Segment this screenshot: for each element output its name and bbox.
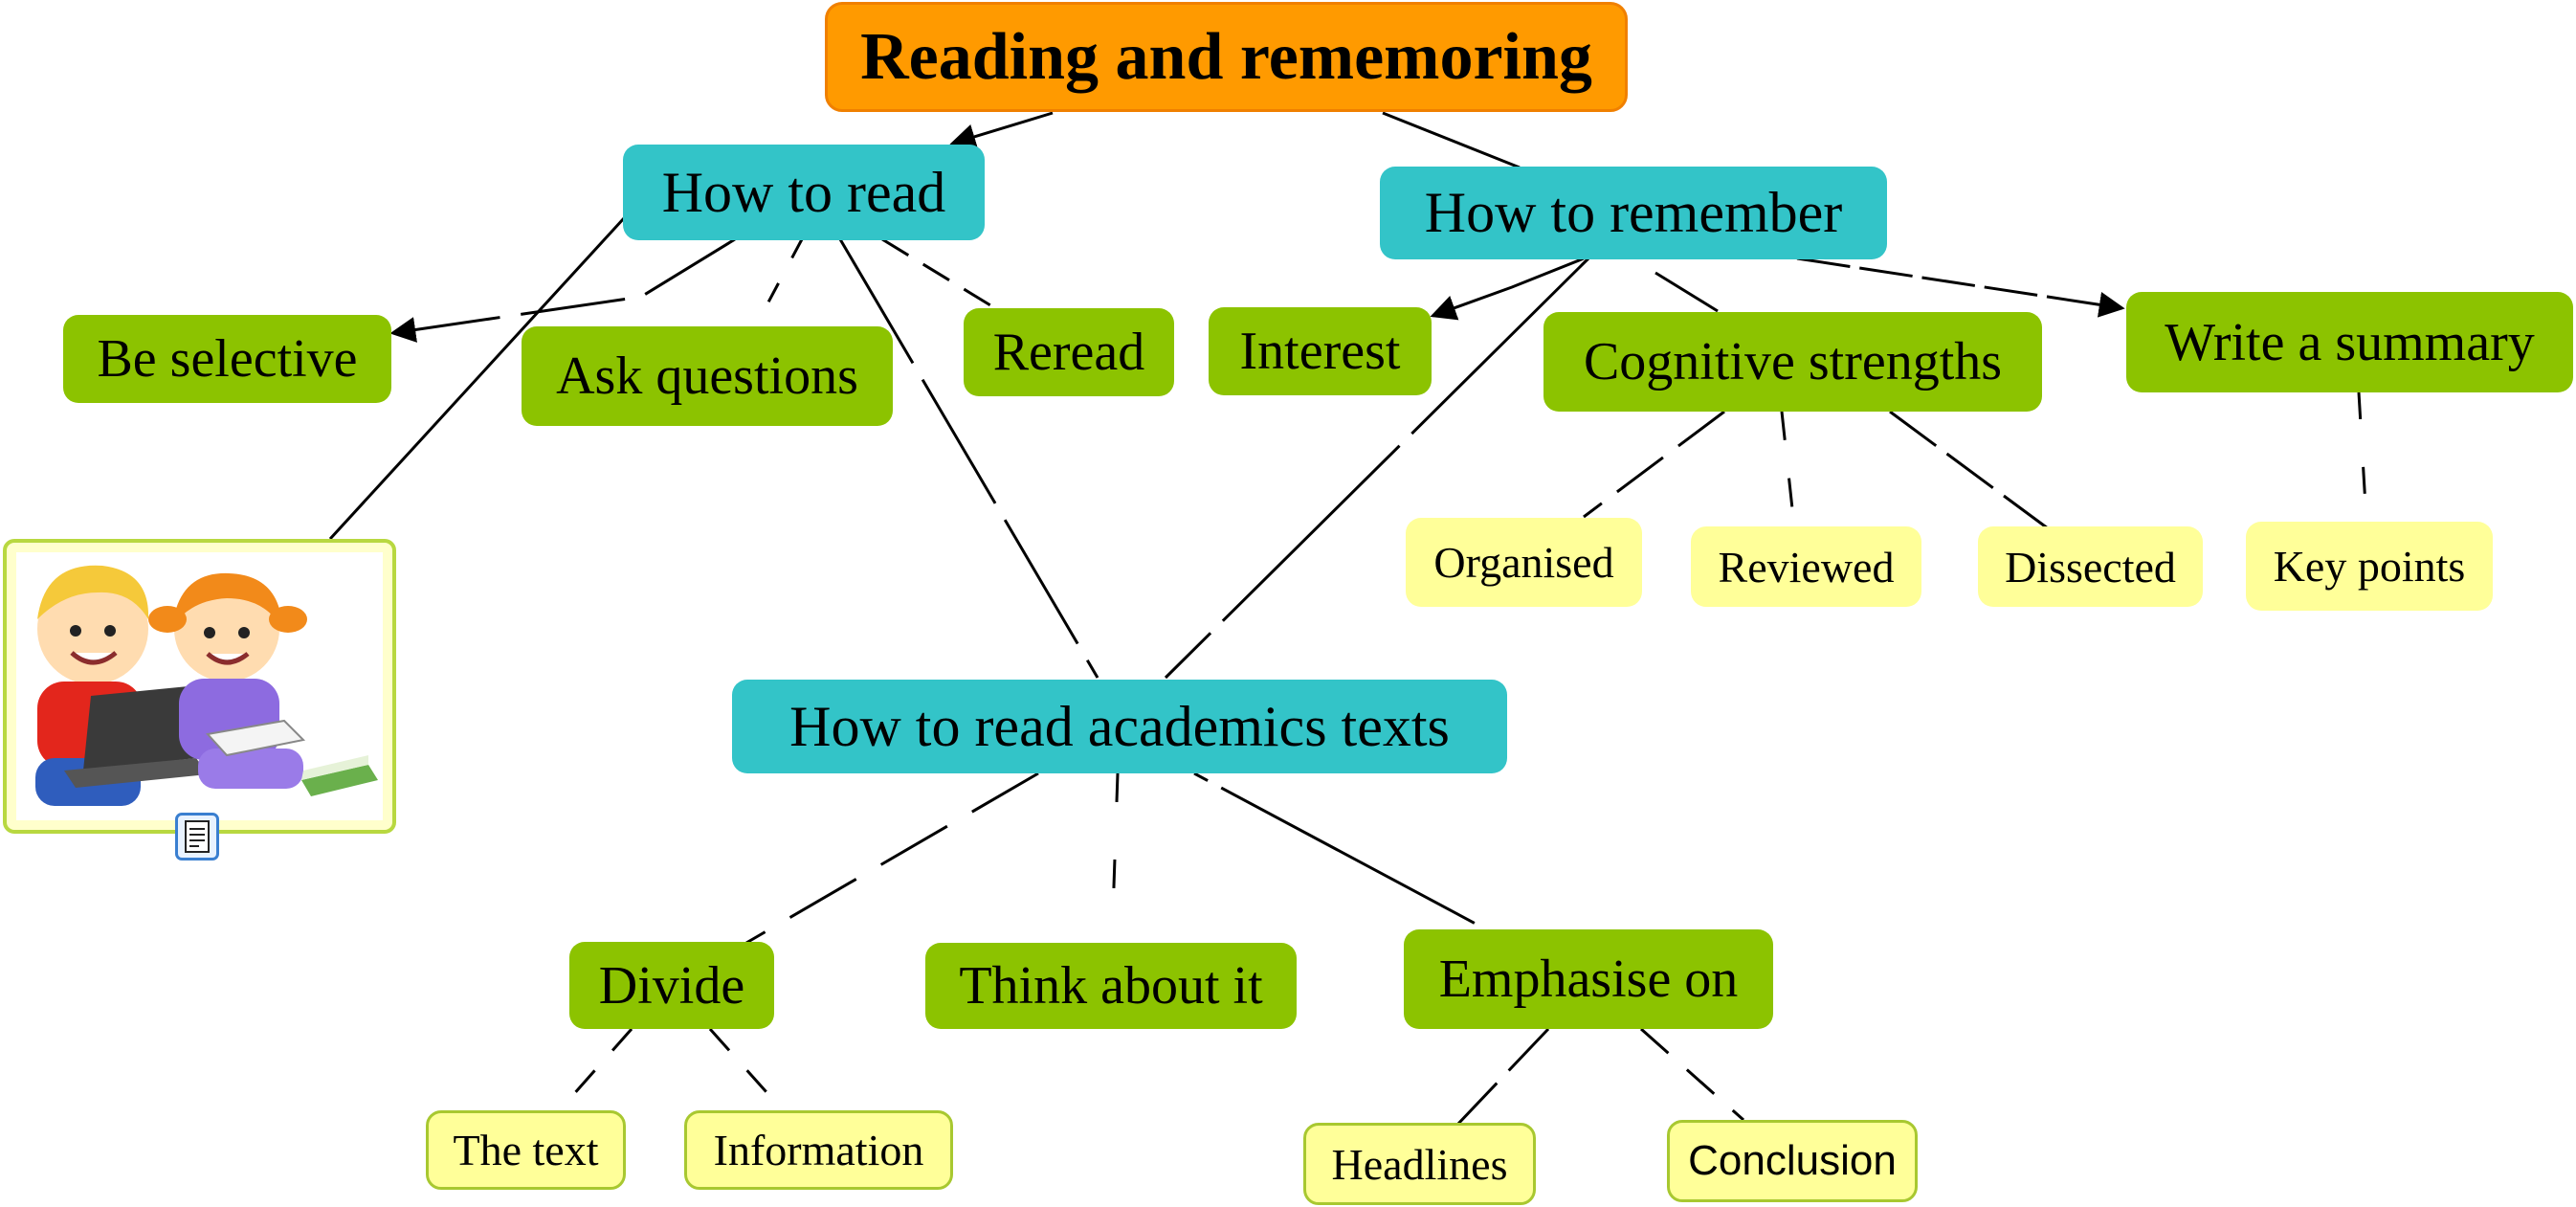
link-summary-keypoints (2359, 392, 2366, 522)
image-node[interactable] (3, 539, 396, 834)
node-write-summary[interactable]: Write a summary (2126, 292, 2573, 392)
link-divide-thetext (557, 1029, 632, 1113)
link-remember-cognitive (1655, 273, 1718, 311)
link-emphasise-headlines (1457, 1029, 1548, 1125)
link-howtoread-reread (882, 239, 995, 308)
node-how-to-remember[interactable]: How to remember (1380, 167, 1887, 259)
children-reading-illustration (16, 552, 383, 820)
node-divide[interactable]: Divide (569, 942, 774, 1029)
link-emphasise-conclusion (1641, 1029, 1743, 1120)
node-be-selective[interactable]: Be selective (63, 315, 391, 403)
node-reviewed[interactable]: Reviewed (1691, 526, 1921, 607)
link-remember-summary (1797, 258, 2122, 308)
link-root-howtoread (952, 113, 1053, 144)
children-illustration-svg (16, 552, 383, 820)
link-howtoread-askquestions (756, 239, 802, 325)
node-how-to-read[interactable]: How to read (623, 145, 985, 240)
node-academic-texts[interactable]: How to read academics texts (732, 680, 1507, 773)
link-howtoread-beselective (392, 239, 735, 333)
node-think-about-it[interactable]: Think about it (925, 943, 1297, 1029)
link-academic-think (1112, 773, 1118, 943)
node-interest[interactable]: Interest (1209, 307, 1432, 395)
link-cognitive-reviewed (1782, 412, 1794, 526)
link-cognitive-organised (1584, 412, 1724, 517)
node-the-text[interactable]: The text (426, 1110, 626, 1190)
root-title[interactable]: Reading and rememoring (825, 2, 1628, 112)
document-icon-glyph (178, 816, 216, 858)
link-cognitive-dissected (1890, 412, 2048, 528)
node-cognitive-strengths[interactable]: Cognitive strengths (1543, 312, 2042, 412)
node-organised[interactable]: Organised (1406, 518, 1642, 607)
node-dissected[interactable]: Dissected (1978, 526, 2203, 607)
link-howtoread-academic (840, 239, 1098, 678)
node-ask-questions[interactable]: Ask questions (522, 326, 893, 426)
link-divide-information (710, 1029, 783, 1110)
document-icon[interactable] (175, 813, 219, 861)
node-headlines[interactable]: Headlines (1303, 1123, 1536, 1205)
link-academic-emphasise (1194, 773, 1488, 930)
node-reread[interactable]: Reread (964, 308, 1174, 396)
node-emphasise-on[interactable]: Emphasise on (1404, 929, 1773, 1029)
link-academic-divide (746, 773, 1038, 943)
link-root-howtoremember (1383, 113, 1520, 168)
node-conclusion[interactable]: Conclusion (1667, 1120, 1918, 1202)
node-key-points[interactable]: Key points (2246, 522, 2493, 611)
node-information[interactable]: Information (684, 1110, 953, 1190)
